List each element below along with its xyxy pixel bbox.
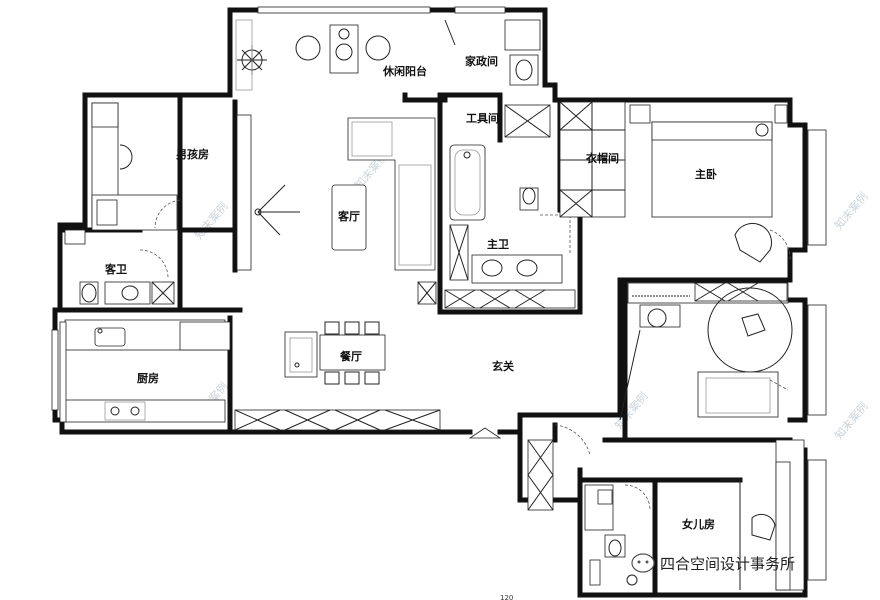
balcony-furniture bbox=[235, 19, 391, 91]
chat-bubble-icon bbox=[631, 553, 655, 573]
label-girls-room: 女儿房 bbox=[682, 517, 715, 531]
girls-room-furniture bbox=[584, 439, 805, 591]
label-master-bedroom: 主卧 bbox=[695, 167, 717, 181]
label-master-bath: 主卫 bbox=[487, 237, 509, 251]
study-room-furniture bbox=[619, 282, 793, 421]
window bbox=[51, 329, 59, 411]
window bbox=[807, 459, 827, 581]
watermark-text: 知末案例 bbox=[612, 389, 651, 432]
master-bedroom-furniture bbox=[629, 104, 791, 263]
label-dining-room: 餐厅 bbox=[339, 349, 362, 363]
living-room-furniture bbox=[236, 114, 437, 305]
entrance-cabinets bbox=[234, 409, 591, 511]
watermark-text: 知末案例 bbox=[192, 199, 231, 242]
closet-cabinets bbox=[559, 101, 626, 218]
window bbox=[454, 6, 506, 14]
label-living-room: 客厅 bbox=[337, 209, 360, 223]
kitchen-fixtures bbox=[59, 319, 231, 423]
boys-room-furniture bbox=[91, 102, 181, 231]
watermark-text: 知末案例 bbox=[832, 189, 871, 232]
label-housekeeping: 家政间 bbox=[465, 54, 498, 68]
windows bbox=[51, 6, 827, 581]
master-bath-fixtures bbox=[444, 144, 576, 309]
dining-furniture bbox=[284, 321, 386, 385]
bay-window bbox=[807, 304, 827, 416]
watermark-text: 知末案例 bbox=[832, 399, 871, 442]
room-labels: 休闲阳台 家政间 工具间 男孩房 客厅 衣帽间 主卧 主卫 客卫 厨房 餐厅 玄… bbox=[104, 54, 717, 531]
label-tool-room: 工具间 bbox=[466, 112, 499, 125]
credit-badge: 四合空间设计事务所 bbox=[631, 553, 795, 573]
label-entrance: 玄关 bbox=[492, 359, 514, 373]
label-guest-bath: 客卫 bbox=[104, 262, 127, 276]
label-walk-in-closet: 衣帽间 bbox=[586, 151, 619, 165]
credit-text: 四合空间设计事务所 bbox=[660, 555, 795, 573]
window bbox=[257, 6, 431, 14]
guest-bath-fixtures bbox=[64, 229, 175, 305]
bay-window bbox=[807, 129, 827, 246]
entry-door-icon bbox=[468, 427, 502, 439]
label-leisure-balcony: 休闲阳台 bbox=[382, 64, 427, 78]
dimension-label: 120 bbox=[500, 594, 513, 600]
housekeeping-fixtures bbox=[444, 19, 541, 86]
label-boys-room: 男孩房 bbox=[176, 147, 209, 161]
tool-room-cabinets bbox=[504, 104, 551, 138]
label-kitchen: 厨房 bbox=[137, 371, 159, 385]
